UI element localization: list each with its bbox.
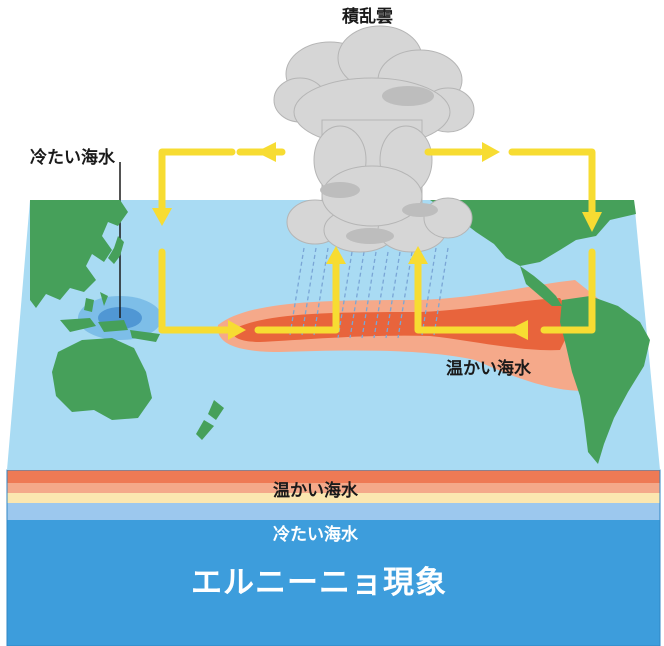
thermocline-layer [7,493,660,503]
warm-layer-label: 温かい海水 [273,481,358,501]
indonesia-islands [60,292,160,342]
new-zealand-island [196,400,224,440]
central-america-landmass [520,266,562,306]
cumulonimbus-cloud [273,25,475,253]
land [30,200,650,464]
diagram-title: エルニーニョ現象 [191,565,447,601]
cloud-shading [320,86,438,244]
south-america-landmass [560,296,650,464]
warm-water-east-label: 温かい海水 [446,359,531,379]
ocean-cross-section [6,469,661,646]
asia-landmass [30,200,128,308]
rain-lines [289,247,449,339]
cold-water-west-label: 冷たい海水 [30,148,115,168]
japan-island [108,236,124,264]
warm-water-pool [217,280,610,391]
cloud-label: 積乱雲 [342,7,393,27]
cold-layer-label: 冷たい海水 [273,525,358,545]
australia-landmass [52,338,152,420]
arrow-heads [152,142,602,340]
